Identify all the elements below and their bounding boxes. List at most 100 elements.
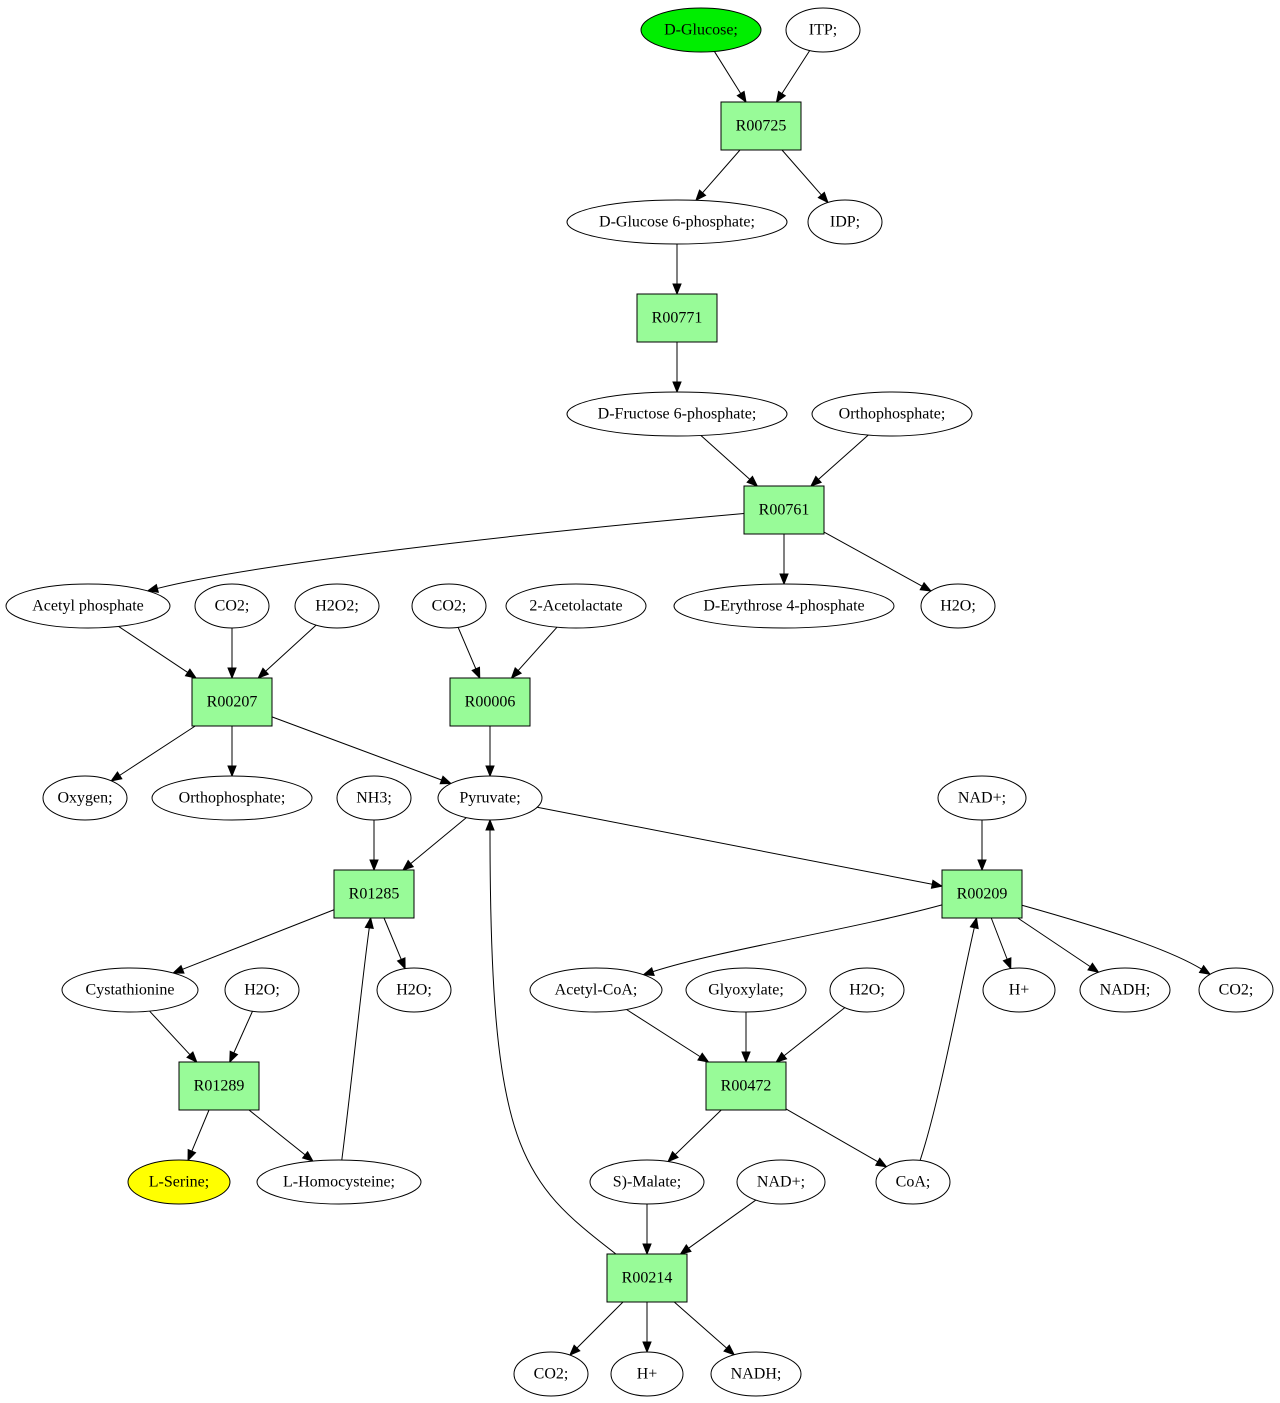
compound-label: D-Erythrose 4-phosphate xyxy=(703,598,864,615)
edge-r_R00209-to-c_accoa xyxy=(652,904,943,973)
reaction-label: R00472 xyxy=(721,1078,772,1095)
compound-label: 2-Acetolactate xyxy=(529,598,622,615)
compound-node-malate[interactable]: S)-Malate; xyxy=(589,1159,705,1205)
compound-node-co2a[interactable]: CO2; xyxy=(194,583,270,629)
arrowhead-r_R00214-to-c_hplus2 xyxy=(642,1341,652,1354)
compound-node-nh3[interactable]: NH3; xyxy=(336,775,412,821)
compound-node-co2b[interactable]: CO2; xyxy=(411,583,487,629)
compound-label: NADH; xyxy=(731,1366,782,1383)
arrowhead-r_R00207-to-c_oxygen xyxy=(110,771,123,782)
compound-node-nad1[interactable]: NAD+; xyxy=(937,775,1027,821)
arrowhead-r_R00725-to-c_idp xyxy=(817,191,829,204)
edge-c_h2ob-to-r_R01289 xyxy=(233,1011,253,1054)
edge-c_coa-to-r_R00209 xyxy=(919,927,975,1161)
compound-node-co2c[interactable]: CO2; xyxy=(1198,967,1274,1013)
compound-node-glyox[interactable]: Glyoxylate; xyxy=(685,967,807,1013)
edge-r_R00472-to-c_malate xyxy=(674,1109,722,1155)
compound-ellipse xyxy=(224,967,300,1013)
arrowhead-c_co2b-to-r_R00006 xyxy=(471,666,481,680)
compound-node-nad2[interactable]: NAD+; xyxy=(736,1159,826,1205)
compound-node-cysta[interactable]: Cystathionine xyxy=(61,967,199,1013)
compound-node-h2oc[interactable]: H2O; xyxy=(376,967,452,1013)
reaction-node-R00214[interactable]: R00214 xyxy=(606,1253,688,1303)
compound-node-pi1[interactable]: Orthophosphate; xyxy=(811,391,973,437)
compound-node-h2o2[interactable]: H2O2; xyxy=(294,583,380,629)
compound-label: H2O; xyxy=(244,982,280,999)
reaction-label: R01285 xyxy=(349,886,400,903)
reaction-node-R00207[interactable]: R00207 xyxy=(191,677,273,727)
arrowhead-c_itp-to-r_R00725 xyxy=(775,90,787,104)
compound-ellipse xyxy=(875,1159,951,1205)
compound-ellipse xyxy=(61,967,199,1013)
compound-label: H2O; xyxy=(396,982,432,999)
compound-node-coa[interactable]: CoA; xyxy=(875,1159,951,1205)
compound-node-glucose[interactable]: D-Glucose; xyxy=(640,7,762,53)
edge-c_pyr-to-r_R00209 xyxy=(537,806,933,885)
edge-c_itp-to-r_R00725 xyxy=(781,50,811,94)
arrowhead-r_R00209-to-c_nadh1 xyxy=(1087,962,1100,973)
reaction-label: R00209 xyxy=(957,886,1008,903)
reaction-node-R00725[interactable]: R00725 xyxy=(720,101,802,151)
compound-label: IDP; xyxy=(830,214,860,231)
reaction-node-R01285[interactable]: R01285 xyxy=(333,869,415,919)
reaction-box xyxy=(705,1061,787,1111)
arrowhead-r_R00761-to-c_e4p xyxy=(779,573,789,586)
compound-node-e4p[interactable]: D-Erythrose 4-phosphate xyxy=(673,583,895,629)
compound-node-accoa[interactable]: Acetyl-CoA; xyxy=(529,967,663,1013)
arrowhead-c_pyr-to-r_R01285 xyxy=(401,859,415,871)
reaction-node-R00472[interactable]: R00472 xyxy=(705,1061,787,1111)
edge-r_R01285-to-c_cysta xyxy=(182,909,335,970)
compound-node-hcys[interactable]: L-Homocysteine; xyxy=(256,1159,422,1205)
compound-node-f6p[interactable]: D-Fructose 6-phosphate; xyxy=(566,391,788,437)
edge-r_R01289-to-c_hcys xyxy=(248,1109,306,1156)
arrowhead-r_R00207-to-c_pi2 xyxy=(227,765,237,778)
nodes: D-Glucose; ITP; D-Glucose 6-phosphate; IDP;… xyxy=(5,7,1274,1397)
arrowhead-c_glyox-to-r_R00472 xyxy=(741,1051,751,1064)
edge-c_nad2-to-r_R00214 xyxy=(688,1199,757,1249)
compound-node-pyr[interactable]: Pyruvate; xyxy=(437,775,543,821)
compound-node-pi2[interactable]: Orthophosphate; xyxy=(151,775,313,821)
arrowhead-c_pyr-to-r_R00209 xyxy=(930,879,944,889)
reaction-label: R00006 xyxy=(465,694,516,711)
compound-node-h2oa[interactable]: H2O; xyxy=(920,583,996,629)
reaction-node-R00006[interactable]: R00006 xyxy=(449,677,531,727)
compound-ellipse xyxy=(829,967,905,1013)
edge-c_pi1-to-r_R00761 xyxy=(818,434,869,480)
edge-c_h2od-to-r_R00472 xyxy=(783,1007,846,1057)
compound-node-ser[interactable]: L-Serine; xyxy=(127,1159,231,1205)
compound-node-acp[interactable]: Acetyl phosphate xyxy=(5,583,171,629)
edge-c_hcys-to-r_R01285 xyxy=(341,927,370,1161)
compound-node-h2ob[interactable]: H2O; xyxy=(224,967,300,1013)
reaction-node-R01289[interactable]: R01289 xyxy=(178,1061,260,1111)
reaction-node-R00761[interactable]: R00761 xyxy=(743,485,825,535)
compound-node-co2d[interactable]: CO2; xyxy=(513,1351,589,1397)
reaction-node-R00209[interactable]: R00209 xyxy=(941,869,1023,919)
edge-r_R00209-to-c_co2c xyxy=(1021,904,1202,970)
compound-ellipse xyxy=(807,199,883,245)
reaction-box xyxy=(191,677,273,727)
compound-label: D-Glucose; xyxy=(664,22,738,39)
compound-node-h2od[interactable]: H2O; xyxy=(829,967,905,1013)
reaction-node-R00771[interactable]: R00771 xyxy=(636,293,718,343)
compound-node-itp[interactable]: ITP; xyxy=(785,7,861,53)
compound-ellipse xyxy=(937,775,1027,821)
compound-label: H+ xyxy=(1009,982,1030,999)
compound-ellipse xyxy=(194,583,270,629)
compound-ellipse xyxy=(411,583,487,629)
arrowhead-r_R01289-to-c_hcys xyxy=(301,1150,314,1162)
compound-ellipse xyxy=(127,1159,231,1205)
compound-node-g6p[interactable]: D-Glucose 6-phosphate; xyxy=(566,199,788,245)
compound-label: NAD+; xyxy=(757,1174,805,1191)
arrowhead-r_R00209-to-c_hplus1 xyxy=(1002,957,1012,970)
compound-node-idp[interactable]: IDP; xyxy=(807,199,883,245)
compound-node-nadh2[interactable]: NADH; xyxy=(710,1351,802,1397)
compound-node-hplus2[interactable]: H+ xyxy=(610,1351,684,1397)
arrowhead-c_h2od-to-r_R00472 xyxy=(775,1051,788,1063)
arrowhead-c_hcys-to-r_R01285 xyxy=(364,916,374,930)
compound-node-acl[interactable]: 2-Acetolactate xyxy=(505,583,647,629)
compound-node-nadh1[interactable]: NADH; xyxy=(1079,967,1171,1013)
compound-node-hplus1[interactable]: H+ xyxy=(982,967,1056,1013)
compound-node-oxygen[interactable]: Oxygen; xyxy=(42,775,128,821)
arrowhead-c_g6p-to-r_R00771 xyxy=(672,283,682,296)
compound-label: Glyoxylate; xyxy=(708,982,784,999)
